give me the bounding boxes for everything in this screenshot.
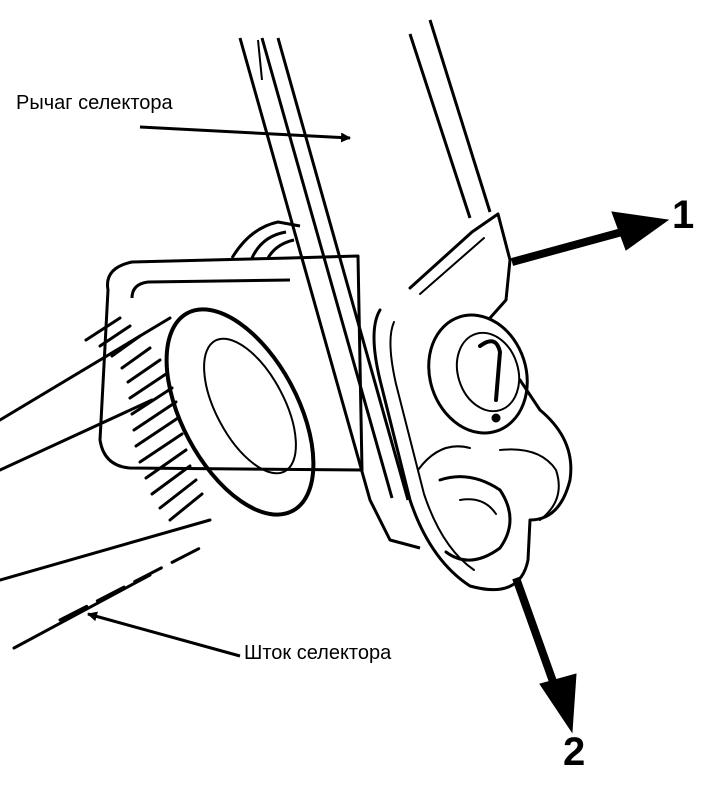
direction-arrows <box>510 211 670 734</box>
leader-arrows <box>87 125 351 658</box>
direction-2-label: 2 <box>563 730 586 774</box>
direction-arrow-1 <box>510 211 670 266</box>
linkage-mechanism <box>372 212 573 592</box>
selector-lever <box>238 19 492 550</box>
arrow-to-lever <box>139 125 351 143</box>
arrow-to-rod <box>87 611 241 658</box>
rod-thread <box>84 316 204 522</box>
direction-arrow-2 <box>512 576 577 734</box>
selector-rod <box>0 307 316 650</box>
direction-1-label: 1 <box>672 193 695 237</box>
selector-lever-label: Рычаг селектора <box>16 92 173 114</box>
selector-rod-label: Шток селектора <box>244 642 392 664</box>
bracket-plate <box>98 220 364 472</box>
